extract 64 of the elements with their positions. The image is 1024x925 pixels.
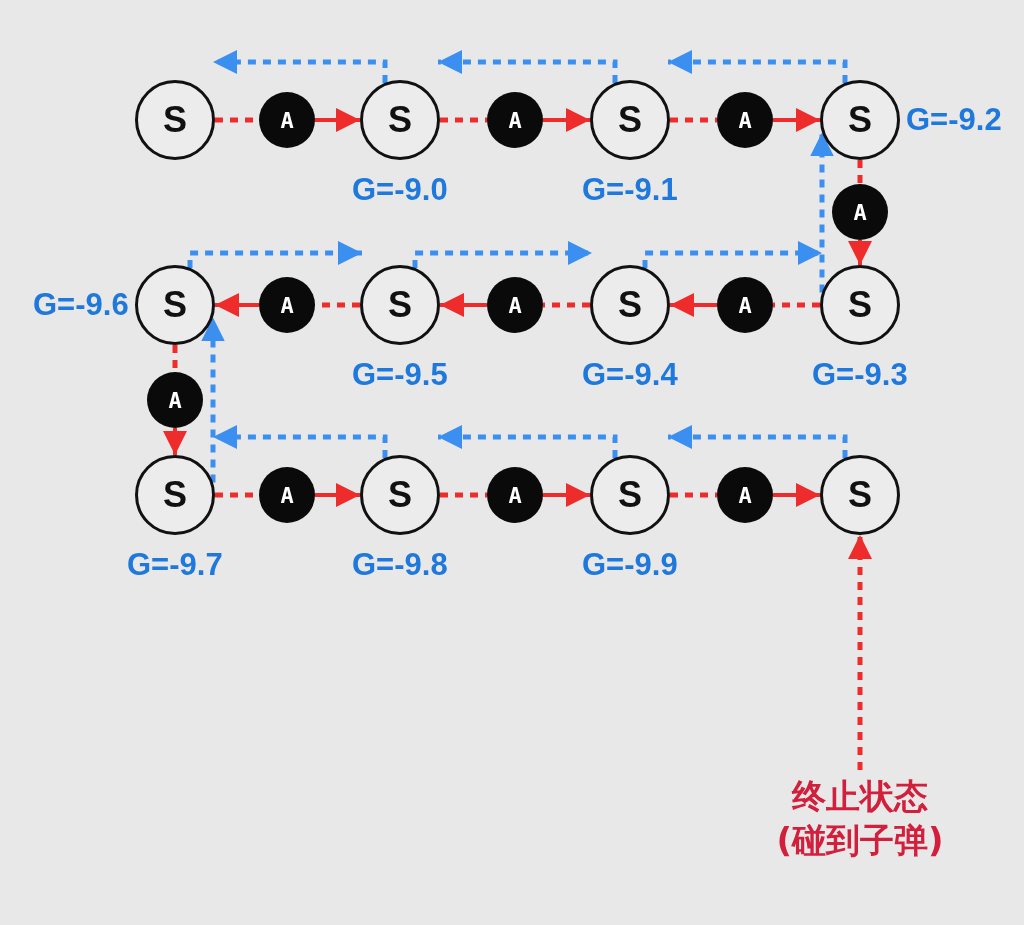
connector-line xyxy=(440,117,487,123)
return-value-label: G=-9.2 xyxy=(906,102,1002,138)
state-circle: S xyxy=(590,80,670,160)
action-circle: A xyxy=(717,277,773,333)
arrow xyxy=(440,293,487,317)
return-value-label: G=-9.9 xyxy=(582,547,678,583)
arrow xyxy=(848,535,872,770)
state-circle: S xyxy=(590,455,670,535)
return-value-label: G=-9.3 xyxy=(812,357,908,393)
state-circle: S xyxy=(820,455,900,535)
action-circle: A xyxy=(259,92,315,148)
return-value-label: G=-9.6 xyxy=(33,287,129,323)
state-circle: S xyxy=(135,455,215,535)
state-circle: S xyxy=(820,80,900,160)
action-circle: A xyxy=(717,467,773,523)
arrow xyxy=(668,50,848,83)
state-circle: S xyxy=(360,455,440,535)
arrow xyxy=(201,317,225,483)
action-circle: A xyxy=(832,184,888,240)
return-value-label: G=-9.8 xyxy=(352,547,448,583)
state-circle: S xyxy=(590,265,670,345)
arrow xyxy=(642,241,822,268)
connector-line xyxy=(670,117,717,123)
action-circle: A xyxy=(487,92,543,148)
action-circle: A xyxy=(717,92,773,148)
arrow xyxy=(438,50,618,83)
state-circle: S xyxy=(135,80,215,160)
return-value-label: G=-9.4 xyxy=(582,357,678,393)
state-circle: S xyxy=(820,265,900,345)
return-value-label: G=-9.5 xyxy=(352,357,448,393)
arrow xyxy=(215,293,259,317)
arrow xyxy=(412,241,592,268)
action-circle: A xyxy=(259,467,315,523)
arrow xyxy=(163,428,187,455)
connector-line xyxy=(857,160,863,184)
action-circle: A xyxy=(487,467,543,523)
arrow xyxy=(810,132,834,293)
connector-line xyxy=(543,302,590,308)
arrow xyxy=(213,425,388,458)
connector-line xyxy=(440,492,487,498)
arrow xyxy=(438,425,618,458)
arrow xyxy=(773,483,820,507)
connector-line xyxy=(773,302,820,308)
arrow xyxy=(315,108,360,132)
action-circle: A xyxy=(487,277,543,333)
return-value-label: G=-9.7 xyxy=(127,547,223,583)
state-circle: S xyxy=(360,265,440,345)
arrow xyxy=(543,483,590,507)
arrow xyxy=(773,108,820,132)
arrow xyxy=(848,240,872,265)
connector-line xyxy=(670,492,717,498)
action-circle: A xyxy=(259,277,315,333)
state-circle: S xyxy=(135,265,215,345)
arrow xyxy=(543,108,590,132)
arrow xyxy=(213,50,388,83)
terminal-state-label: 终止状态(碰到子弹) xyxy=(750,774,970,862)
action-circle: A xyxy=(147,372,203,428)
return-value-label: G=-9.0 xyxy=(352,172,448,208)
state-circle: S xyxy=(360,80,440,160)
arrow xyxy=(315,483,360,507)
arrow xyxy=(668,425,848,458)
arrow xyxy=(187,241,362,268)
arrow xyxy=(670,293,717,317)
return-value-label: G=-9.1 xyxy=(582,172,678,208)
